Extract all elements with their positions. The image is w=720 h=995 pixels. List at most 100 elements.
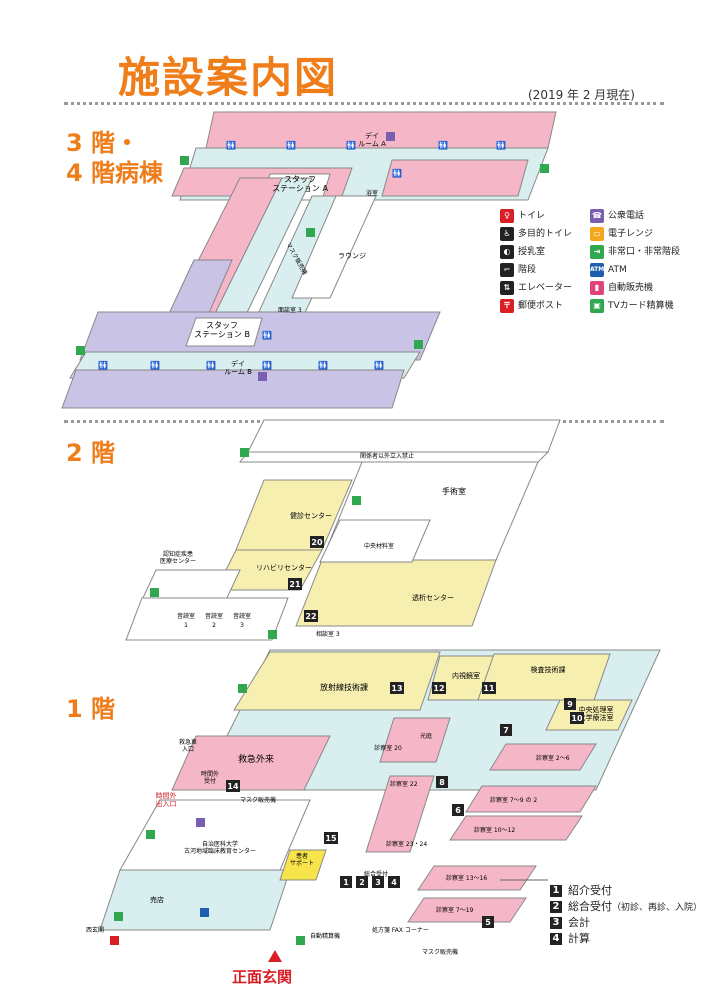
exam-2-6 <box>489 743 597 771</box>
jichi-label: 自治医科大学古河地域臨床教育センター <box>184 840 256 855</box>
legend-item: ◐授乳室 <box>500 244 545 260</box>
phone-icon <box>258 372 267 381</box>
svg-text:7: 7 <box>503 726 509 735</box>
shop-label: 売店 <box>150 895 164 904</box>
number-12 <box>432 682 446 694</box>
atm-icon <box>200 908 209 917</box>
radiology <box>233 651 441 711</box>
wing-a-rooms-north <box>205 111 557 149</box>
number-22 <box>304 610 318 622</box>
wheelchair-icon: ♿ <box>500 226 514 241</box>
svg-text:20: 20 <box>311 538 323 547</box>
svg-text:12: 12 <box>433 684 444 693</box>
number-1 <box>340 876 352 888</box>
svg-text:3: 3 <box>375 878 381 887</box>
svg-text:1: 1 <box>343 878 349 887</box>
number-7 <box>500 724 512 736</box>
lab <box>477 653 611 701</box>
atrium-label: 光庭 <box>420 732 432 740</box>
number-15 <box>324 832 338 844</box>
stairs-icon: ⌐ <box>500 262 514 277</box>
general-reception-label: 総合受付 <box>364 870 388 878</box>
toilet-icon: 🚻 <box>98 360 108 370</box>
night-reception-label: 時間外受付 <box>201 770 219 785</box>
endoscopy-label: 内視鏡室 <box>452 671 480 680</box>
entrance-arrow-icon <box>268 950 282 962</box>
exam-20-21 <box>379 717 451 763</box>
emergency-exit-icon <box>352 496 361 505</box>
wing-b-rooms-south <box>61 369 405 409</box>
phone-icon <box>196 818 205 827</box>
exam20-label: 診察室 20 <box>374 744 402 752</box>
vending-machine-icon: ▮ <box>590 280 604 295</box>
toilet-icon: 🚻 <box>374 360 384 370</box>
emergency-exit-icon <box>540 164 549 173</box>
emergency-exit-icon <box>76 346 85 355</box>
prescription-label: 処方箋 FAX コーナー <box>372 926 429 934</box>
date-note: (2019 年 2 月現在) <box>528 88 635 102</box>
legend-item: ♿多目的トイレ <box>500 226 572 242</box>
lounge-block <box>291 195 377 299</box>
number-13 <box>390 682 404 694</box>
svg-text:5: 5 <box>485 918 491 927</box>
microwave-icon: ▭ <box>590 226 604 241</box>
exam719-label: 診察室 7〜19 <box>436 906 474 914</box>
number-6 <box>452 804 464 816</box>
svg-text:11: 11 <box>483 684 495 693</box>
exam26-label: 診察室 2〜6 <box>536 754 570 762</box>
number-2 <box>356 876 368 888</box>
staff-station-a-label: スタッフステーション A <box>272 175 328 193</box>
floor-label-3-4: 3 階・ 4 階病棟 <box>66 129 164 187</box>
exam22-label: 診察室 22 <box>390 780 418 788</box>
toilet-icon: 🚻 <box>262 330 272 340</box>
postbox-icon <box>110 936 119 945</box>
lab-label: 検査技術課 <box>531 665 566 674</box>
floor-label-2: 2 階 <box>66 439 116 467</box>
number-20 <box>310 536 324 548</box>
rehab-label: リハビリセンター <box>256 563 312 572</box>
exam1012-label: 診察室 10〜12 <box>474 826 515 834</box>
toilet-icon: ♀ <box>500 208 514 223</box>
phone-icon: ☎ <box>590 208 604 223</box>
postbox-icon: 〒 <box>500 298 514 313</box>
toilet-icon: 🚻 <box>226 140 236 150</box>
legend-item: 〒郵便ポスト <box>500 298 563 314</box>
emergency-exit-icon <box>240 448 249 457</box>
legend-item: ⇅エレベーター <box>500 280 572 296</box>
legend-item: ⌐階段 <box>500 262 536 278</box>
number-9 <box>564 698 576 710</box>
toilet-icon: 🚻 <box>318 360 328 370</box>
emergency-exit-icon <box>238 684 247 693</box>
svg-text:2: 2 <box>359 878 365 887</box>
passage-label: 関係者以外立入禁止 <box>360 452 414 460</box>
main-entrance-label: 正面玄関 <box>232 968 293 986</box>
emergency-exit-icon <box>146 830 155 839</box>
wing-b-rooms-north <box>79 311 441 361</box>
central-label: 中央処理室化学療法室 <box>579 705 614 722</box>
exam-13-16 <box>417 865 537 891</box>
mask2-label: マスク販売機 <box>422 948 458 956</box>
legend-item: ♀トイレ <box>500 208 545 224</box>
er-entrance-label: 救急車入口 <box>179 738 197 753</box>
elevator-icon: ⇅ <box>500 280 514 295</box>
material-label: 中央材料室 <box>364 542 394 550</box>
f2-dialysis <box>295 559 497 627</box>
svg-text:14: 14 <box>227 782 239 791</box>
exam792-label: 診察室 7〜9 の 2 <box>490 796 537 804</box>
number-3 <box>372 876 384 888</box>
emergency-exit-icon <box>180 156 189 165</box>
emergency-exit-icon <box>414 340 423 349</box>
staff-station-b-box <box>185 317 263 347</box>
consult3-label: 面談室 3 <box>278 306 302 314</box>
f2-reading-rooms <box>125 597 289 641</box>
lobby <box>99 869 291 931</box>
exam-7-9 <box>465 785 597 813</box>
patient-support <box>279 849 327 881</box>
svg-text:4: 4 <box>391 878 397 887</box>
